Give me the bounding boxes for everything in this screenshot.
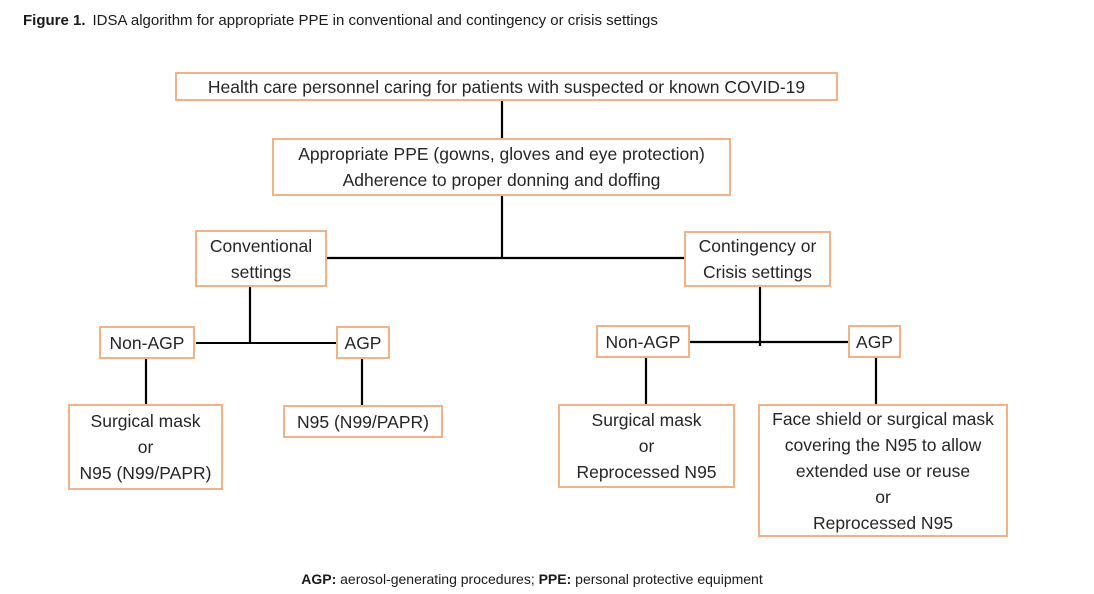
figure-title: Figure 1. IDSA algorithm for appropriate … [23,12,658,29]
node-agp-right: AGP [848,325,901,358]
node-text: extended use or reuse [795,460,971,481]
node-face-shield: Face shield or surgical mask covering th… [758,404,1008,537]
footnote-ppe-term: PPE: [538,571,572,587]
node-text: AGP [856,331,893,352]
node-non-agp-right: Non-AGP [596,325,690,358]
node-text: Reprocessed N95 [576,462,717,482]
node-text: Surgical mask [90,411,201,431]
node-n95-papr: N95 (N99/PAPR) [283,405,443,438]
node-text: Contingency or [698,236,817,256]
figure-caption: IDSA algorithm for appropriate PPE in co… [92,12,658,29]
node-surgical-mask-reprocessed: Surgical mask or Reprocessed N95 [558,404,735,488]
node-contingency-crisis-settings: Contingency or Crisis settings [684,231,831,287]
node-health-care-personnel: Health care personnel caring for patient… [175,72,838,101]
figure-label: Figure 1. [23,12,86,29]
node-text: Adherence to proper donning and doffing [342,170,661,190]
footnote-agp-definition: aerosol-generating procedures; [336,571,539,587]
node-text: settings [230,261,292,282]
node-text: N95 (N99/PAPR) [79,463,212,483]
node-text: Face shield or surgical mask [772,408,994,429]
node-text: AGP [344,332,382,353]
node-non-agp-left: Non-AGP [99,326,195,359]
node-text: or [137,437,154,457]
node-appropriate-ppe: Appropriate PPE (gowns, gloves and eye p… [272,138,731,196]
footnote: AGP: aerosol-generating procedures; PPE:… [0,571,1064,587]
footnote-agp-term: AGP: [301,571,337,587]
node-text: Health care personnel caring for patient… [207,76,806,97]
node-text: covering the N95 to allow [784,434,982,455]
footnote-ppe-definition: personal protective equipment [571,571,763,587]
node-text: Conventional [209,235,313,256]
node-text: Surgical mask [591,410,702,430]
node-text: Non-AGP [109,332,185,353]
node-text: Reprocessed N95 [812,512,954,533]
node-text: Non-AGP [605,331,681,352]
node-surgical-mask-n95: Surgical mask or N95 (N99/PAPR) [68,404,223,490]
node-text: Crisis settings [703,262,812,282]
node-conventional-settings: Conventional settings [195,230,327,287]
node-agp-left: AGP [336,326,390,359]
node-text: or [875,486,891,507]
node-text: Appropriate PPE (gowns, gloves and eye p… [298,144,705,164]
node-text: or [638,436,655,456]
node-text: N95 (N99/PAPR) [297,411,429,432]
